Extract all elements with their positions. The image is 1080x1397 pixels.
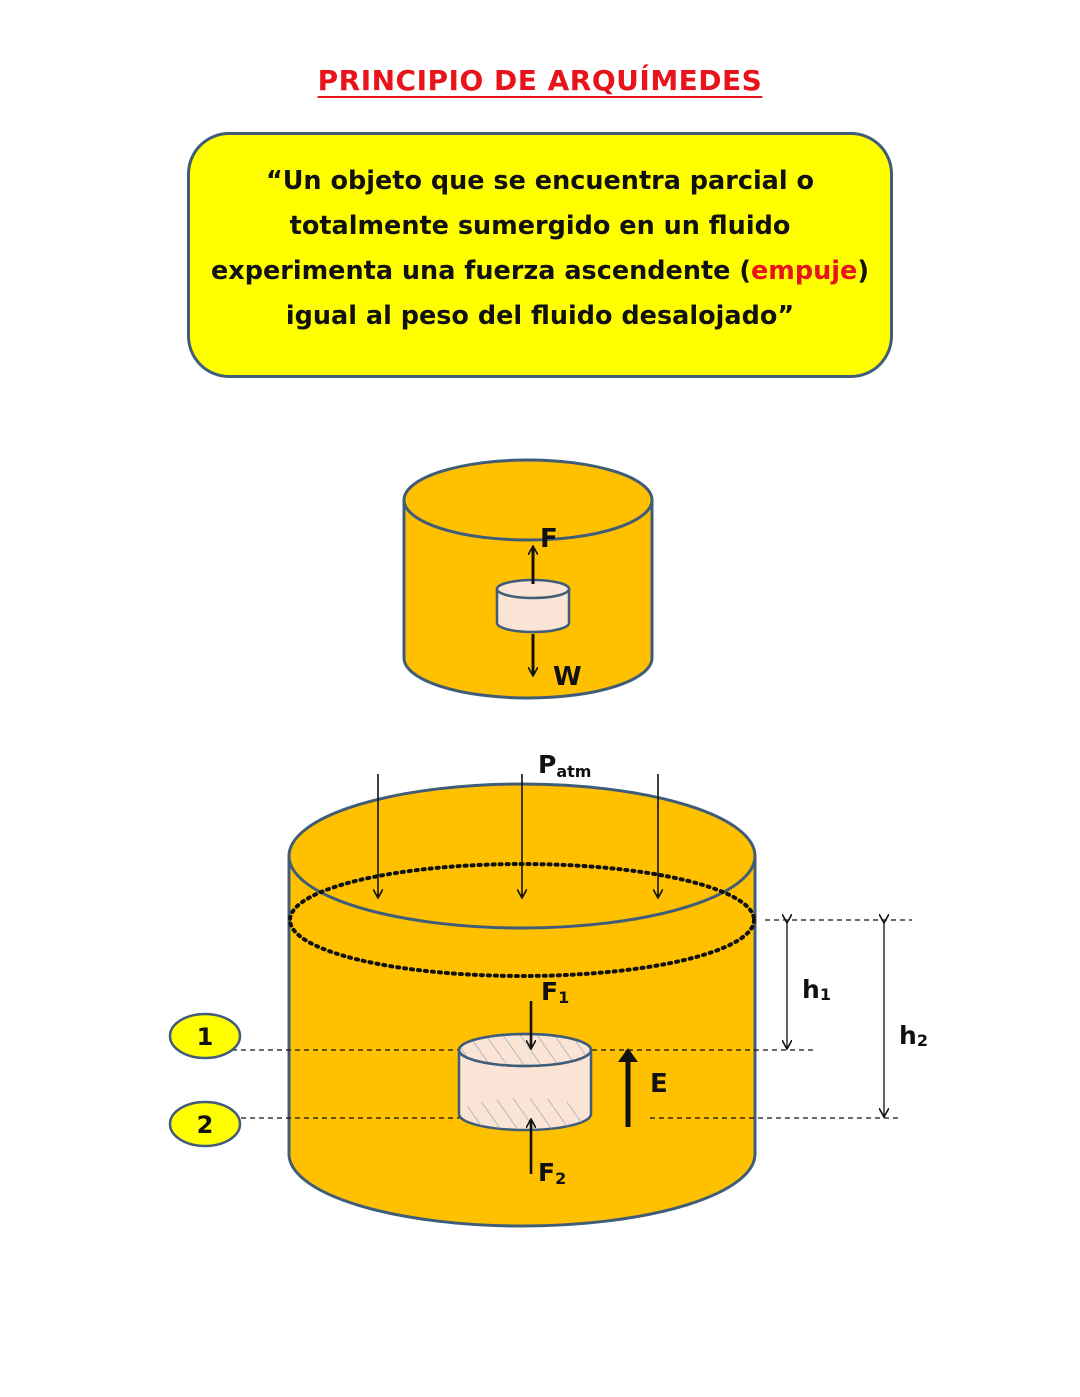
h1-label-main: h — [802, 975, 820, 1004]
large-immersed-object — [457, 1032, 593, 1132]
h2-label: h2 — [899, 1021, 928, 1050]
f1-label-sub: 1 — [558, 988, 569, 1007]
h1-label: h1 — [802, 975, 831, 1004]
principle-text-part1: “Un objeto que se encuentra parcial o to… — [211, 166, 815, 286]
h1-label-sub: 1 — [820, 985, 831, 1004]
principle-statement-box: “Un objeto que se encuentra parcial o to… — [187, 132, 893, 378]
f1-label-main: F — [541, 977, 558, 1006]
f2-label: F2 — [538, 1158, 566, 1188]
h2-label-sub: 2 — [917, 1031, 928, 1050]
level-1-label: 1 — [197, 1023, 214, 1051]
principle-text-part2: ) igual al peso del fluido desalojado” — [285, 256, 869, 331]
f2-label-main: F — [538, 1158, 555, 1187]
patm-label: Patm — [538, 750, 591, 781]
level-1-badge — [168, 1012, 242, 1060]
small-immersed-object — [495, 578, 571, 634]
f2-label-sub: 2 — [555, 1169, 566, 1188]
h2-label-main: h — [899, 1021, 917, 1050]
page-title: PRINCIPIO DE ARQUÍMEDES — [317, 64, 763, 97]
f1-label: F1 — [541, 977, 569, 1007]
patm-label-main: P — [538, 750, 556, 779]
patm-label-sub: atm — [556, 762, 591, 781]
small-force-label: F — [540, 524, 558, 554]
small-weight-label: W — [553, 662, 582, 692]
level-2-label: 2 — [197, 1111, 214, 1139]
level-2-badge — [168, 1100, 242, 1148]
principle-highlight-empuje: empuje — [751, 256, 858, 286]
buoyancy-label: E — [650, 1069, 668, 1099]
